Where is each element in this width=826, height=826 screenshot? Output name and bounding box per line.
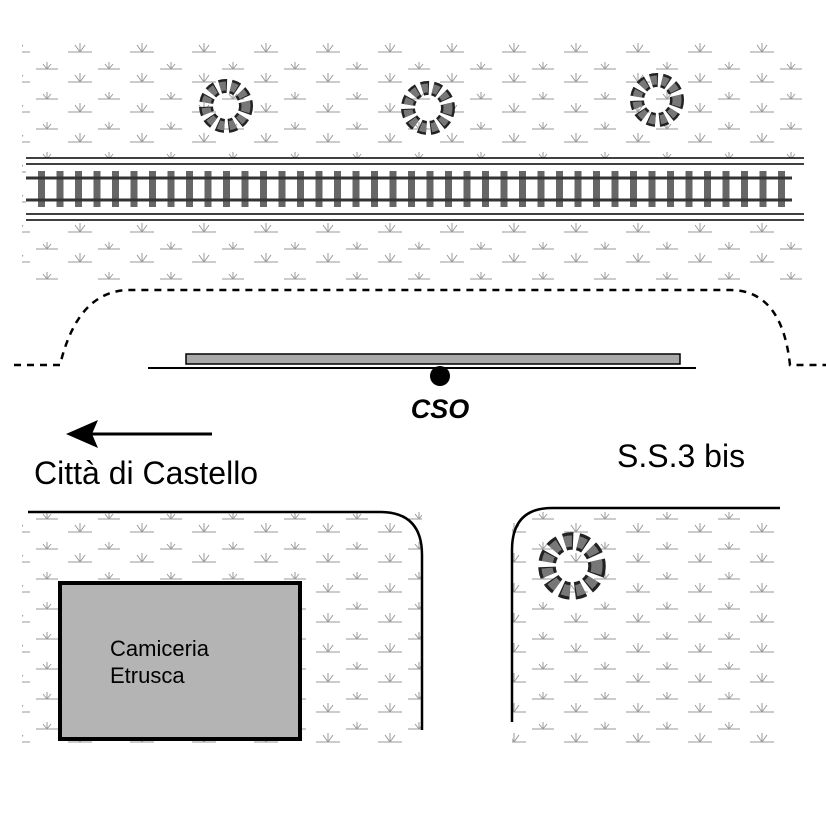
bus-shelter [185, 353, 681, 365]
railway-sleeper [519, 171, 526, 207]
railway-sleeper [556, 171, 563, 207]
railway-sleeper [500, 171, 508, 207]
railway-sleeper [482, 171, 489, 207]
railway-sleeper [167, 171, 175, 207]
railway-sleeper [56, 171, 64, 207]
railway-sleeper [204, 171, 212, 207]
stop-marker-icon [430, 366, 450, 386]
railway-sleeper [426, 171, 434, 207]
railway-sleeper [648, 171, 656, 207]
railway-sleeper [352, 171, 360, 207]
stop-code-label: CSO [411, 394, 470, 424]
railway-sleeper [315, 171, 323, 207]
railway-sleeper [75, 171, 82, 207]
railway-sleeper [778, 171, 785, 207]
road-name-label: S.S.3 bis [617, 438, 745, 474]
road-edge-bottom-right [510, 506, 780, 722]
railway-sleeper [537, 171, 545, 207]
road-edge-bottom-left [28, 510, 424, 730]
railway-sleeper [278, 171, 286, 207]
direction-label: Città di Castello [34, 455, 258, 491]
railway-sleeper [722, 171, 730, 207]
railway-track [26, 157, 804, 221]
railway-sleeper [741, 171, 748, 207]
railway-sleeper [445, 171, 452, 207]
railway-sleeper [611, 171, 619, 207]
railway-sleeper [371, 171, 378, 207]
road-boundary-dashed [14, 288, 826, 367]
railway-sleeper [260, 171, 267, 207]
railway-sleeper [463, 171, 471, 207]
railway-sleeper [574, 171, 582, 207]
building-label-line2: Etrusca [110, 663, 185, 688]
railway-sleeper [389, 171, 397, 207]
railway-sleeper [667, 171, 674, 207]
railway-sleeper [759, 171, 767, 207]
railway-sleeper [112, 171, 119, 207]
railway-sleeper [334, 171, 341, 207]
railway-sleeper [704, 171, 711, 207]
building-label-line1: Camiceria [110, 636, 210, 661]
railway-sleeper [223, 171, 230, 207]
railway-sleeper [149, 171, 156, 207]
railway-sleeper [297, 171, 304, 207]
railway-sleeper [93, 171, 101, 207]
railway-sleeper [685, 171, 693, 207]
arrow-left-icon [66, 420, 212, 448]
railway-sleeper [130, 171, 138, 207]
building-camiceria-etrusca [58, 581, 302, 741]
railway-sleeper [408, 171, 415, 207]
railway-sleeper [38, 171, 45, 207]
railway-sleeper [241, 171, 249, 207]
railway-sleeper [593, 171, 600, 207]
railway-sleeper [186, 171, 193, 207]
railway-sleeper [630, 171, 637, 207]
